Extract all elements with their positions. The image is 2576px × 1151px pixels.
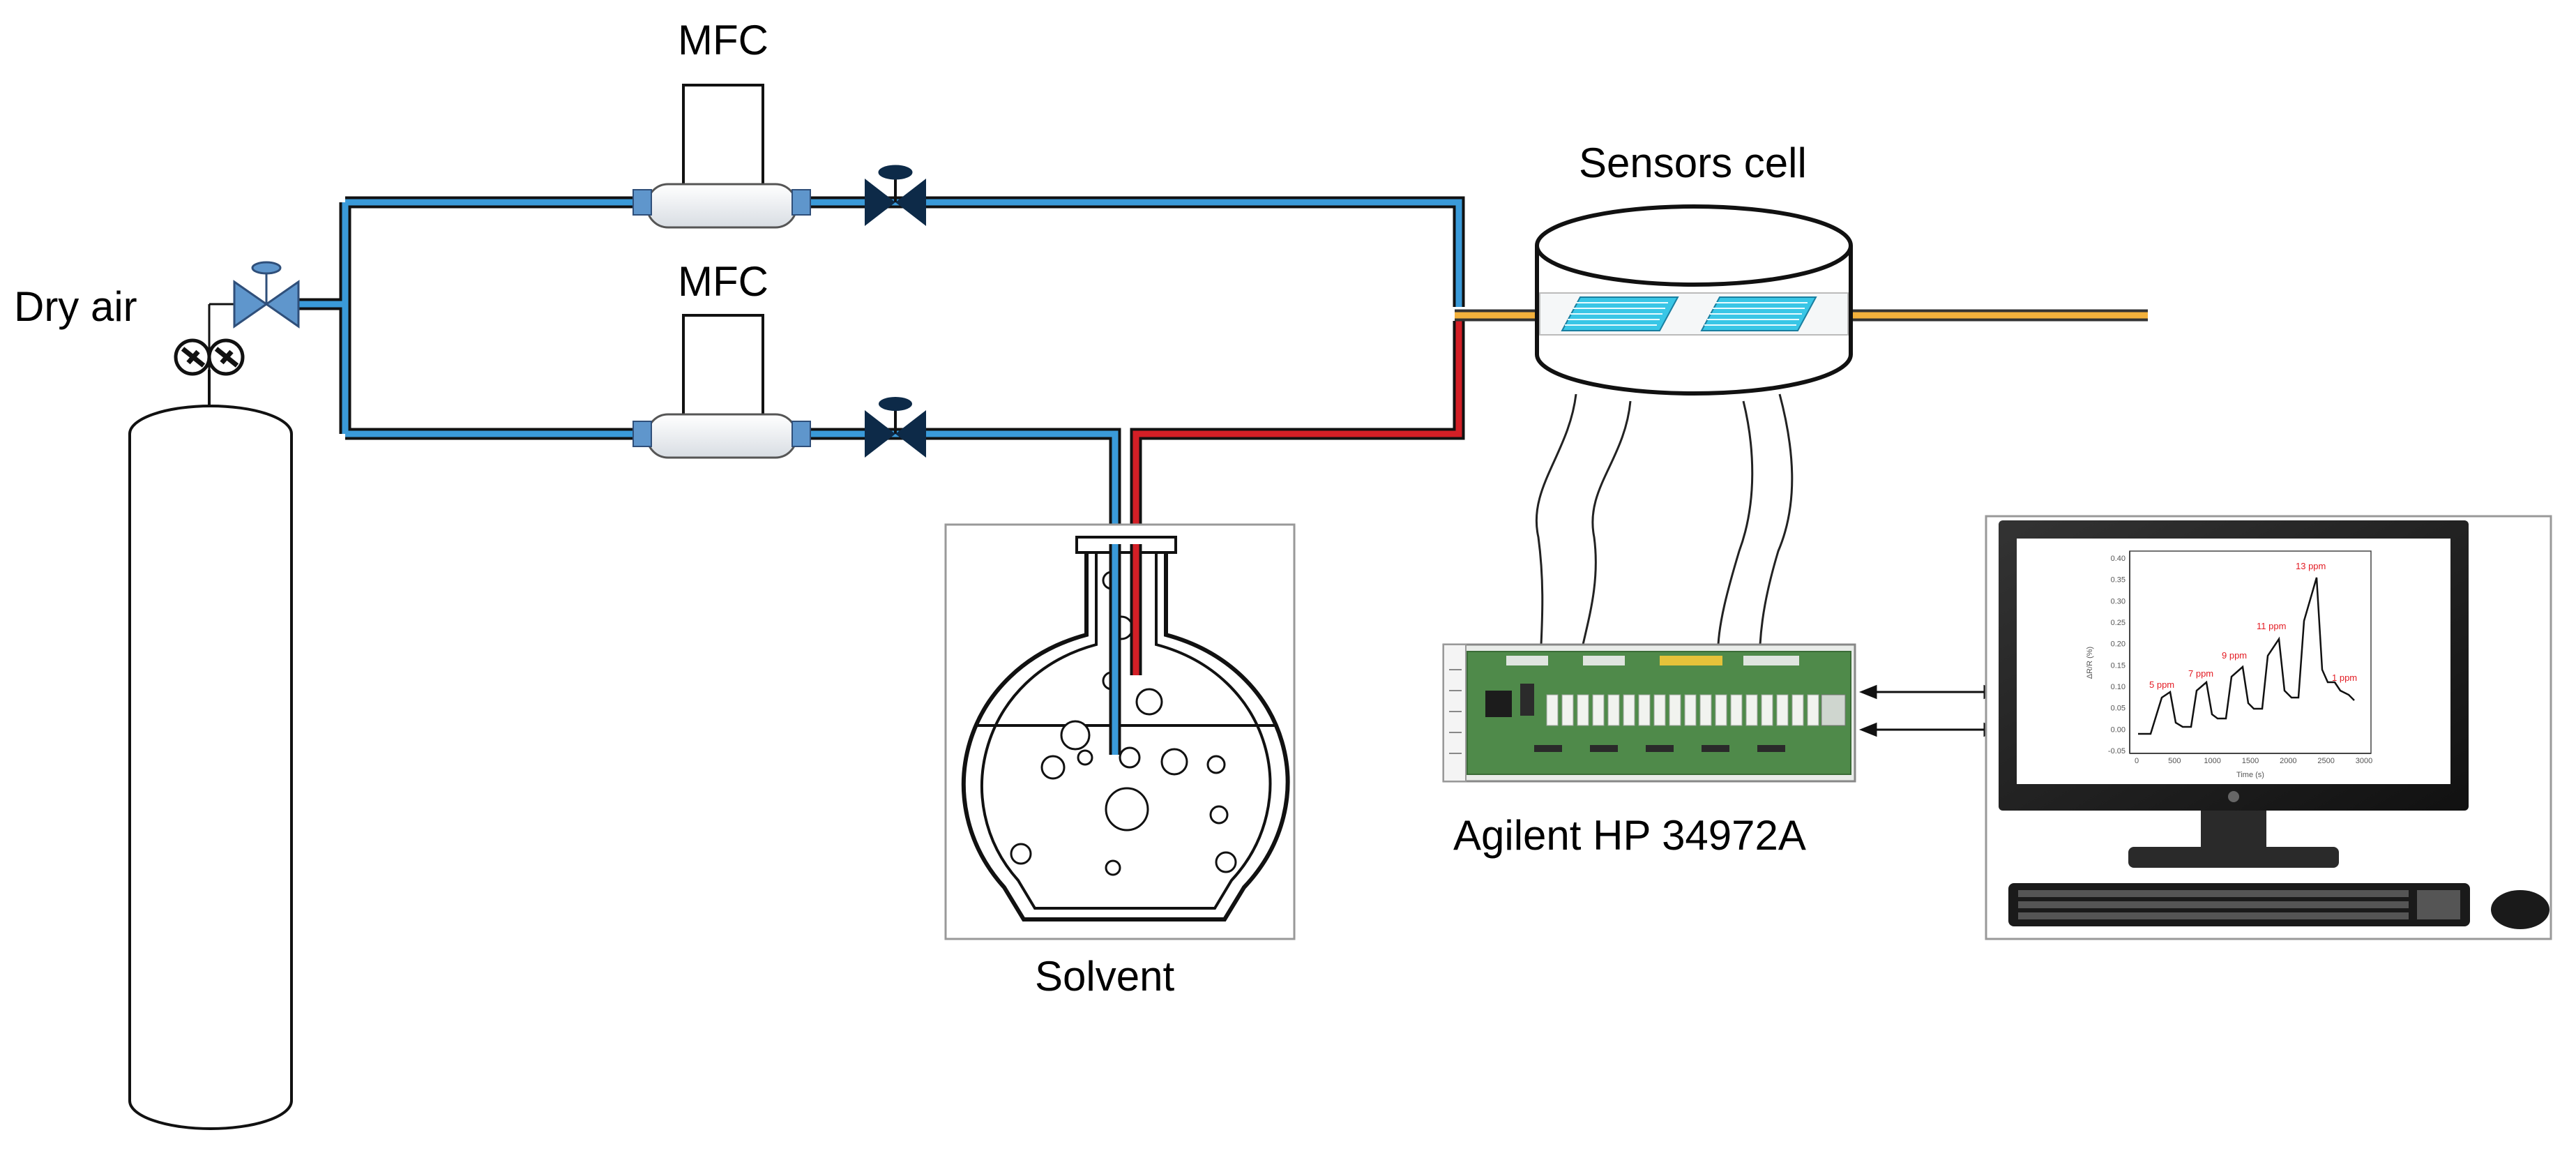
sensors-cell: [1535, 204, 1853, 396]
sensor-electrode-left: [1561, 296, 1679, 331]
y-tick-label: 0.15: [2111, 661, 2126, 670]
sensor-wires: [1535, 393, 1794, 645]
valve-top-icon: [865, 165, 926, 226]
sensors-cell-label: Sensors cell: [1579, 140, 1807, 186]
dry-air-cylinder: [128, 303, 293, 1130]
peak-label: 7 ppm: [2188, 668, 2213, 679]
mfc-top: [632, 84, 811, 229]
peak-label: 13 ppm: [2296, 561, 2326, 571]
y-tick-label: 0.00: [2111, 725, 2126, 734]
y-tick-label: 0.40: [2111, 555, 2126, 563]
agilent-data-logger: [1442, 643, 1856, 783]
monitor-x-label: Time (s): [2236, 771, 2264, 779]
agilent-label: Agilent HP 34972A: [1453, 812, 1806, 859]
x-tick-label: 1000: [2204, 757, 2220, 765]
y-tick-label: -0.05: [2108, 747, 2126, 755]
y-tick-label: 0.30: [2111, 597, 2126, 605]
peak-label: 5 ppm: [2149, 679, 2174, 690]
x-tick-label: 2500: [2317, 757, 2334, 765]
x-tick-label: 1500: [2242, 757, 2259, 765]
x-tick-label: 3000: [2356, 757, 2372, 765]
mfc-bottom: [632, 314, 811, 459]
y-tick-label: 0.35: [2111, 576, 2126, 585]
y-tick-label: 0.10: [2111, 683, 2126, 691]
computer: [1985, 515, 2552, 940]
y-tick-label: 0.25: [2111, 619, 2126, 627]
y-tick-label: 0.20: [2111, 640, 2126, 649]
peak-label: 11 ppm: [2257, 621, 2286, 631]
x-tick-label: 500: [2168, 757, 2181, 765]
response-curve: [2138, 577, 2355, 735]
mfc-bottom-label: MFC: [678, 258, 768, 305]
cylinder-valve-icon: [233, 261, 300, 329]
peak-label: 1 ppm: [2332, 672, 2357, 683]
y-tick-label: 0.05: [2111, 705, 2126, 713]
solvent-label: Solvent: [1035, 953, 1174, 1000]
sensor-electrode-right: [1700, 296, 1817, 331]
x-tick-label: 2000: [2280, 757, 2296, 765]
peak-label: 9 ppm: [2222, 650, 2247, 661]
x-tick-labels: 0 500 1000 1500 2000 2500 3000: [2135, 757, 2372, 765]
monitor-response-chart: 0.40 0.35 0.30 0.25 0.20 0.15 0.10 0.05 0.00 -0.0…: [2086, 550, 2372, 779]
y-tick-labels: 0.40 0.35 0.30 0.25 0.20 0.15 0.10 0.05 0.00 -0.0…: [2108, 555, 2126, 755]
dry-air-label: Dry air: [14, 283, 137, 330]
x-tick-label: 0: [2135, 757, 2139, 765]
solvent-flask: [944, 523, 1296, 940]
pressure-gauge-icon: [174, 338, 245, 376]
monitor-y-label: ΔR/R (%): [2086, 647, 2094, 679]
data-link-arrows: [1858, 684, 2002, 737]
valve-bottom-icon: [865, 397, 926, 458]
mfc-top-label: MFC: [678, 17, 768, 63]
